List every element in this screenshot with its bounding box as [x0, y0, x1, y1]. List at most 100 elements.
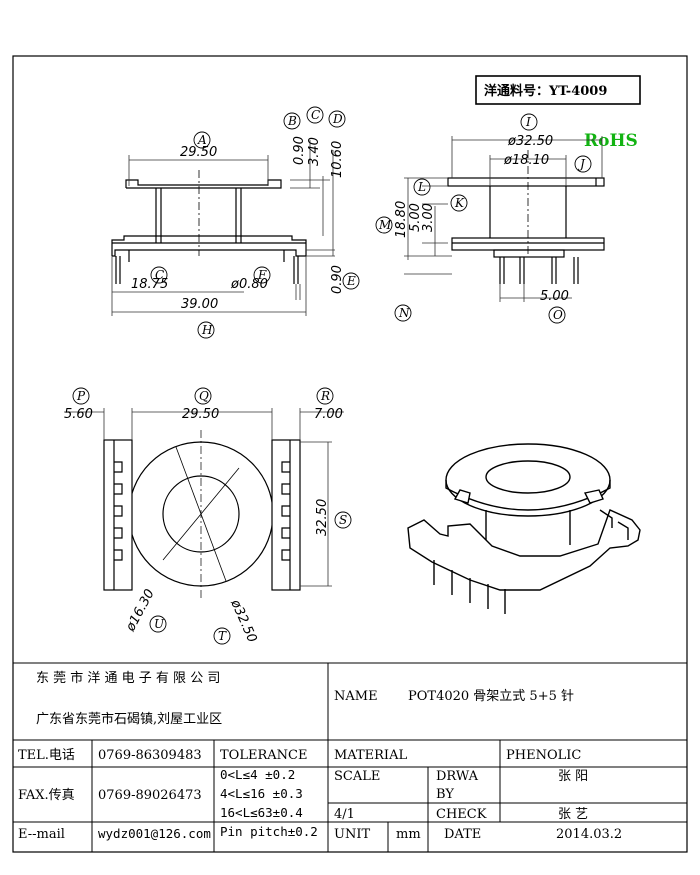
side-dim-text: ø32.50 ø18.10 18.80 5.00 3.00 5.00 — [394, 134, 569, 304]
callout-e: E — [346, 274, 356, 288]
iso-center-hole — [485, 460, 571, 494]
callout-s: S — [339, 513, 347, 527]
bottom-inner-circle — [162, 475, 240, 553]
side-view — [447, 150, 605, 284]
bottom-right-bar — [271, 439, 301, 591]
callout-r: R — [320, 389, 330, 403]
callout-h: H — [201, 323, 213, 337]
draw-label-by: BY — [436, 787, 454, 802]
iso-base — [407, 509, 641, 591]
name-label: NAME — [334, 689, 378, 704]
company-name: 东 莞 市 洋 通 电 子 有 限 公 司 — [36, 670, 220, 686]
tolerance-row: Pin pitch±0.2 — [220, 824, 318, 839]
tolerance-row: 4<L≤16 ±0.3 — [220, 786, 303, 801]
dim-32-50: ø32.50 — [507, 134, 553, 149]
name-value: POT4020 骨架立式 5+5 针 — [408, 689, 574, 704]
dim-0-90-top: 0.90 — [292, 136, 307, 165]
dim-3-40: 3.40 — [307, 137, 322, 166]
bottom-left-bar — [103, 439, 133, 591]
part-number-box — [475, 75, 641, 105]
callout-u: U — [154, 617, 165, 631]
material-value: PHENOLIC — [506, 748, 581, 763]
callout-j: J — [577, 157, 586, 171]
fax-label: FAX.传真 — [18, 788, 75, 803]
iso-top-flange — [445, 443, 611, 517]
dim-32-50-dia: ø32.50 — [227, 597, 259, 645]
sheet-border — [12, 55, 688, 853]
dim-10-60: 10.60 — [330, 141, 345, 178]
scale-label: SCALE — [334, 769, 380, 784]
callout-m: M — [378, 218, 392, 232]
side-callout-letters: I J L K M N O — [378, 115, 586, 322]
callout-d: D — [332, 112, 343, 126]
bottom-callout-letters: P Q R S T U — [76, 389, 347, 643]
dim-0-80: ø0.80 — [230, 277, 268, 292]
callout-b: B — [287, 114, 297, 128]
title-block-text: 东 莞 市 洋 通 电 子 有 限 公 司 广东省东莞市石碣镇,刘屋工业区 NA… — [18, 670, 622, 842]
check-value: 张 艺 — [558, 807, 588, 822]
callout-t: T — [218, 629, 227, 643]
email-value: wydz001@126.com — [98, 826, 211, 841]
callout-f: F — [257, 268, 267, 282]
tolerance-row: 0<L≤4 ±0.2 — [220, 767, 295, 782]
front-callout-letters: A B C D C F E H — [155, 108, 356, 337]
dim-5-00: 5.00 — [408, 203, 423, 232]
dim-5-00-pitch: 5.00 — [540, 289, 569, 304]
tel-value: 0769-86309483 — [98, 748, 202, 763]
part-number-label: 洋通料号：YT-4009 — [484, 83, 607, 99]
date-label: DATE — [444, 827, 481, 842]
callout-n: N — [398, 306, 410, 320]
check-label: CHECK — [436, 807, 487, 822]
bottom-view — [103, 430, 301, 598]
dim-3-00: 3.00 — [421, 203, 436, 232]
side-top-flange — [447, 177, 605, 187]
dim-29-50: 29.50 — [180, 145, 217, 160]
front-top-flange — [125, 179, 282, 189]
draw-label: DRWA — [436, 769, 479, 784]
bottom-dimensions — [64, 408, 344, 587]
unit-value: mm — [396, 827, 421, 842]
callout-o: O — [553, 308, 563, 322]
tolerance-label: TOLERANCE — [220, 748, 307, 763]
company-address: 广东省东莞市石碣镇,刘屋工业区 — [36, 711, 222, 727]
dim-18-80: 18.80 — [394, 201, 409, 238]
side-callouts — [375, 113, 592, 324]
unit-label: UNIT — [334, 827, 370, 842]
draw-value: 张 阳 — [558, 769, 588, 784]
bottom-callouts — [72, 387, 352, 645]
date-value: 2014.03.2 — [556, 827, 622, 842]
callout-p: P — [76, 389, 86, 403]
side-dimensions — [404, 136, 603, 302]
material-label: MATERIAL — [334, 748, 407, 763]
front-callouts — [150, 106, 360, 339]
rohs-mark: RoHS — [584, 131, 638, 151]
callout-l: L — [417, 180, 426, 194]
dim-39-00: 39.00 — [181, 297, 218, 312]
front-dimensions — [111, 140, 335, 316]
dim-16-30: ø16.30 — [123, 587, 158, 635]
callout-c-top: C — [311, 108, 320, 122]
callout-i: I — [525, 115, 531, 129]
front-view — [111, 170, 307, 284]
dim-5-60: 5.60 — [64, 407, 93, 422]
fax-value: 0769-89026473 — [98, 788, 202, 803]
front-dim-text: 29.50 18.75 ø0.80 39.00 0.90 3.40 10.60 … — [131, 136, 345, 312]
dim-29-50-bottom: 29.50 — [182, 407, 219, 422]
isometric-view — [407, 443, 641, 614]
dim-32-50-bottom: 32.50 — [315, 499, 330, 536]
title-block-grid — [13, 662, 687, 852]
dim-7-00: 7.00 — [314, 407, 343, 422]
tolerance-row: 16<L≤63±0.4 — [220, 805, 303, 820]
scale-value: 4/1 — [334, 807, 355, 822]
callout-k: K — [454, 196, 465, 210]
callout-c: C — [155, 268, 164, 282]
dim-0-90-bottom: 0.90 — [330, 265, 345, 294]
front-base — [111, 235, 307, 257]
callout-q: Q — [199, 389, 209, 403]
dim-18-75: 18.75 — [131, 277, 168, 292]
dim-18-10: ø18.10 — [503, 153, 549, 168]
email-label: E--mail — [18, 827, 65, 842]
callout-a: A — [197, 133, 207, 147]
tel-label: TEL.电话 — [18, 748, 75, 763]
